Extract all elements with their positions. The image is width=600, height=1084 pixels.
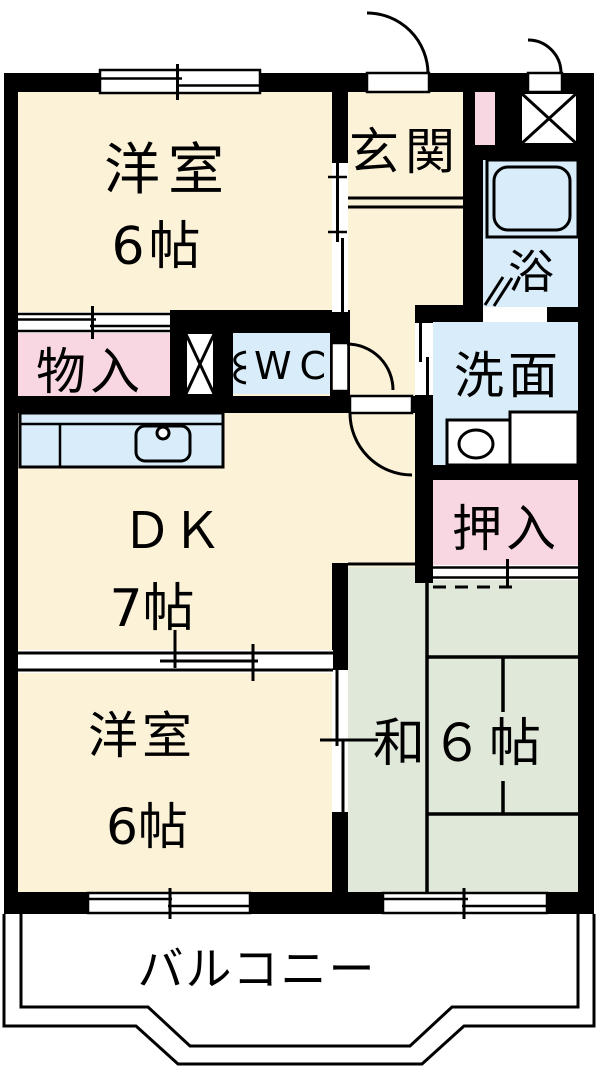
room-label-western1: 洋室 bbox=[104, 138, 232, 203]
storage-floor bbox=[18, 333, 170, 396]
room-label-storage: 物入 bbox=[36, 343, 144, 401]
pipe-space-x-icon bbox=[183, 90, 580, 398]
toilet-icon bbox=[233, 350, 247, 385]
room-label-toilet: WC bbox=[253, 344, 335, 388]
tatami-grid-icon bbox=[348, 562, 578, 892]
door-swing-icon bbox=[330, 11, 564, 477]
entrance-step-icon bbox=[348, 196, 463, 209]
washing-machine-pan-icon bbox=[508, 410, 580, 467]
bathtub-icon bbox=[485, 158, 580, 239]
washroom-fixtures bbox=[445, 410, 580, 467]
room-label-japanese: 和６帖 bbox=[372, 714, 548, 774]
room-label-closet: 押入 bbox=[452, 500, 560, 558]
room-size-dk: 7帖 bbox=[109, 579, 195, 639]
room-size-western1: 6帖 bbox=[111, 217, 205, 277]
room-label-western2: 洋室 bbox=[88, 707, 196, 765]
room-label-entrance: 玄関 bbox=[349, 123, 461, 181]
room-label-washroom: 洗面 bbox=[454, 347, 562, 405]
window-icon bbox=[86, 64, 549, 919]
closet-floor bbox=[433, 480, 578, 565]
room-label-bath: 浴 bbox=[508, 245, 554, 299]
room-size-western2: 6帖 bbox=[106, 798, 188, 856]
balcony-outline bbox=[2, 914, 596, 1066]
kitchen-counter bbox=[18, 411, 225, 469]
room-label-balcony: バルコニー bbox=[137, 942, 377, 996]
room-label-dk: ＤＫ bbox=[122, 502, 222, 560]
sliding-door-icon bbox=[18, 163, 578, 812]
pink-strip bbox=[475, 92, 495, 145]
japanese-room-floor bbox=[348, 567, 578, 892]
toilet-floor bbox=[233, 333, 330, 394]
faucet-icon bbox=[155, 425, 171, 441]
